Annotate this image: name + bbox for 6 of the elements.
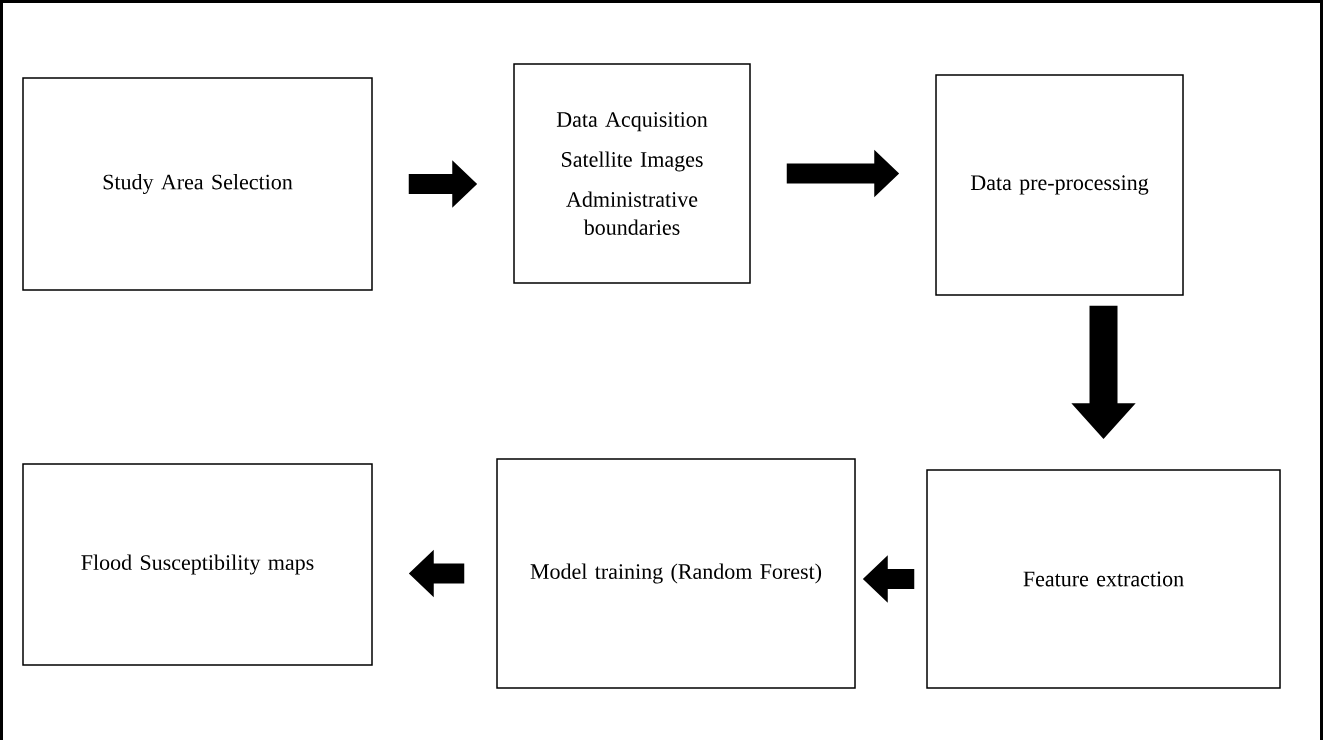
process-box: Model training (Random Forest) xyxy=(496,458,856,689)
process-box: Flood Susceptibility maps xyxy=(22,463,373,666)
process-box: Feature extraction xyxy=(926,469,1281,689)
process-box: Data pre-processing xyxy=(935,74,1184,296)
process-box: Data Acquisition Satellite Images Administrative boundaries xyxy=(513,63,751,284)
process-box: Study Area Selection xyxy=(22,77,373,291)
